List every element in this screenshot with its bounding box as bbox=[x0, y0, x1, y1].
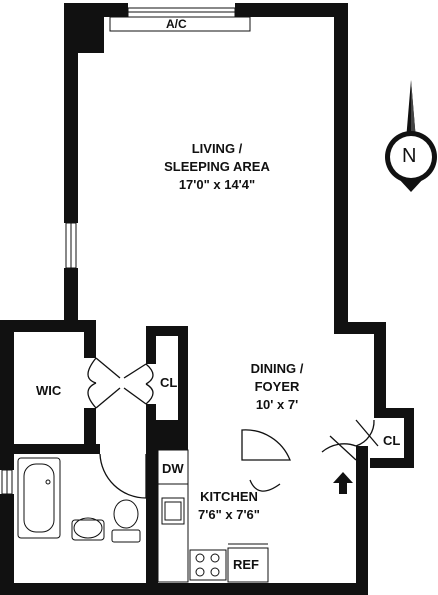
living-room-name-2: SLEEPING AREA bbox=[164, 159, 270, 174]
ac-label: A/C bbox=[166, 17, 187, 31]
kitchen-name: KITCHEN bbox=[200, 489, 258, 504]
compass-icon bbox=[385, 80, 437, 192]
entrance-arrow bbox=[333, 472, 353, 494]
kitchen-label: KITCHEN 7'6" x 7'6" bbox=[184, 488, 274, 524]
compass-north-label: N bbox=[402, 145, 417, 167]
doors bbox=[87, 357, 379, 499]
closet-center-label: CL bbox=[160, 375, 178, 390]
living-room-dimensions: 17'0" x 14'4" bbox=[178, 177, 256, 192]
living-room-name-1: LIVING / bbox=[191, 141, 243, 156]
living-room-label: LIVING / SLEEPING AREA 17'0" x 14'4" bbox=[142, 140, 292, 194]
dining-room-dimensions: 10' x 7' bbox=[255, 397, 299, 412]
dishwasher-label: DW bbox=[162, 461, 184, 476]
dining-room-label: DINING / FOYER 10' x 7' bbox=[222, 360, 332, 414]
closet-right-label: CL bbox=[383, 433, 401, 448]
dining-room-name-2: FOYER bbox=[254, 379, 300, 394]
wic-label: WIC bbox=[36, 383, 62, 398]
kitchen-dimensions: 7'6" x 7'6" bbox=[198, 507, 260, 522]
walls bbox=[0, 3, 414, 595]
refrigerator-label: REF bbox=[233, 557, 259, 572]
bathroom-fixtures bbox=[17, 457, 141, 543]
dining-room-name-1: DINING / bbox=[250, 361, 304, 376]
windows bbox=[1, 7, 251, 495]
kitchen-fixtures bbox=[157, 449, 269, 583]
